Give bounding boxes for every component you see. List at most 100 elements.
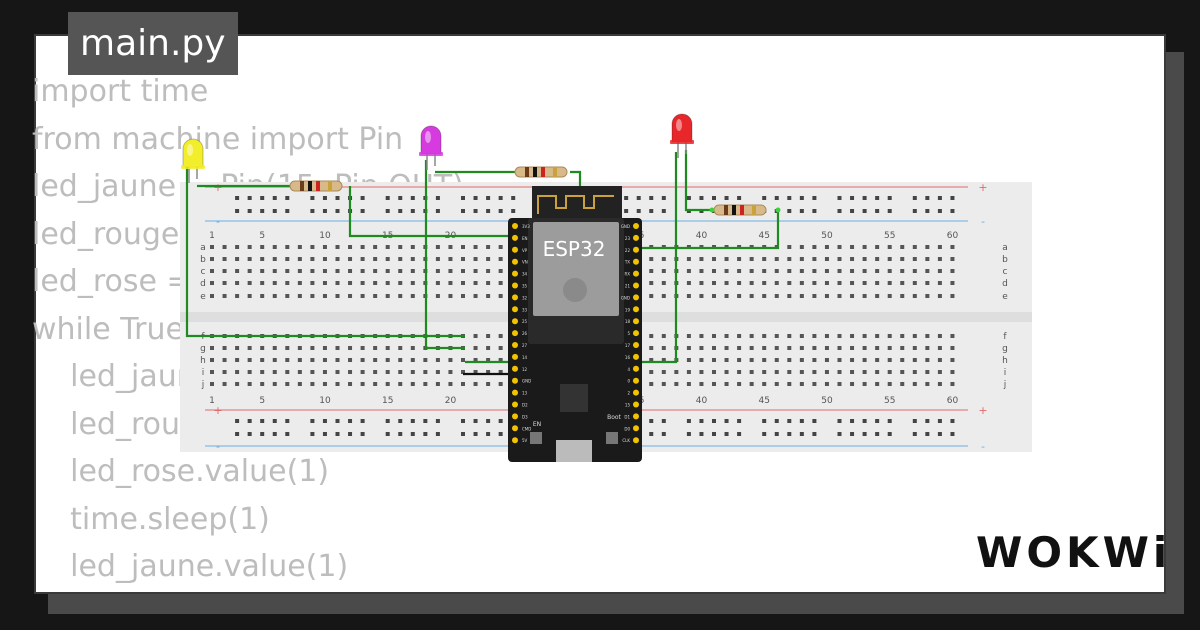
- breadboard-hole: [260, 196, 265, 200]
- usb-chip: [560, 384, 588, 412]
- led-highlight: [187, 144, 193, 156]
- breadboard-hole: [950, 370, 955, 374]
- breadboard-hole: [486, 269, 491, 273]
- breadboard-hole: [649, 346, 654, 350]
- breadboard-hole: [799, 432, 804, 436]
- breadboard-hole: [812, 294, 817, 298]
- breadboard-hole: [322, 432, 327, 436]
- breadboard-hole: [686, 432, 691, 436]
- breadboard-hole: [222, 245, 227, 249]
- breadboard-hole: [247, 196, 252, 200]
- breadboard-hole: [737, 281, 742, 285]
- breadboard-hole: [912, 209, 917, 213]
- breadboard-hole: [435, 432, 440, 436]
- breadboard-hole: [461, 382, 465, 386]
- breadboard-hole: [247, 358, 252, 362]
- breadboard-hole: [762, 419, 767, 423]
- resistor-band: [533, 167, 537, 177]
- header-pin: [512, 353, 518, 360]
- breadboard-hole: [950, 432, 955, 436]
- breadboard-hole: [473, 382, 478, 386]
- breadboard-hole: [912, 419, 917, 423]
- breadboard-hole: [837, 358, 842, 362]
- breadboard-hole: [787, 334, 792, 338]
- header-pin: [512, 234, 518, 241]
- breadboard-hole: [235, 294, 240, 298]
- breadboard-hole: [661, 257, 666, 261]
- breadboard-hole: [360, 358, 365, 362]
- breadboard-hole: [799, 294, 804, 298]
- header-pin: [512, 246, 518, 253]
- row-letter: i: [1004, 368, 1007, 378]
- breadboard-hole: [322, 281, 327, 285]
- breadboard-hole: [925, 257, 930, 261]
- breadboard-hole: [799, 257, 804, 261]
- breadboard-hole: [774, 294, 779, 298]
- header-pin: [633, 318, 639, 325]
- breadboard-hole: [235, 358, 240, 362]
- header-pin: [633, 413, 639, 420]
- breadboard-hole: [787, 358, 792, 362]
- breadboard-hole: [887, 257, 892, 261]
- wire-magenta-led-gnd: [424, 160, 465, 350]
- breadboard-hole: [787, 281, 792, 285]
- header-pin: [512, 413, 518, 420]
- column-number: 60: [947, 396, 959, 406]
- breadboard-hole: [875, 419, 880, 423]
- breadboard-hole: [272, 346, 277, 350]
- row-letter: j: [1003, 380, 1007, 390]
- breadboard-hole: [423, 382, 428, 386]
- row-letter: a: [1002, 243, 1008, 253]
- breadboard-hole: [398, 245, 403, 249]
- breadboard-hole: [247, 419, 252, 423]
- column-number: 50: [821, 396, 833, 406]
- resistor-band: [740, 205, 744, 215]
- breadboard-hole: [210, 245, 214, 249]
- row-letter: c: [1003, 267, 1008, 277]
- breadboard-hole: [937, 382, 942, 386]
- breadboard-hole: [661, 334, 666, 338]
- breadboard-hole: [850, 334, 855, 338]
- header-pin: [512, 330, 518, 337]
- breadboard-hole: [862, 196, 867, 200]
- code-line: from machine import Pin: [32, 121, 404, 157]
- breadboard-hole: [310, 196, 315, 200]
- breadboard-hole: [862, 269, 867, 273]
- breadboard-hole: [461, 294, 465, 298]
- breadboard-hole: [649, 334, 654, 338]
- breadboard-hole: [875, 370, 880, 374]
- antenna-trace: [537, 195, 614, 214]
- breadboard-hole: [712, 346, 716, 350]
- breadboard-hole: [774, 281, 779, 285]
- breadboard-hole: [335, 432, 340, 436]
- breadboard-hole: [448, 245, 453, 249]
- breadboard-hole: [774, 419, 779, 423]
- breadboard-hole: [912, 196, 917, 200]
- breadboard-hole: [260, 257, 265, 261]
- espressif-logo-icon: [563, 278, 587, 302]
- breadboard-hole: [824, 358, 829, 362]
- breadboard-hole: [461, 358, 465, 362]
- breadboard-hole: [385, 370, 390, 374]
- breadboard-hole: [448, 370, 453, 374]
- breadboard-hole: [862, 245, 867, 249]
- header-pin: [512, 306, 518, 313]
- breadboard-hole: [649, 281, 654, 285]
- header-pin: [512, 223, 518, 229]
- header-pin: [633, 234, 639, 241]
- breadboard-hole: [762, 334, 767, 338]
- boot-button: [606, 432, 618, 444]
- breadboard-hole: [887, 294, 892, 298]
- breadboard-hole: [937, 334, 942, 338]
- breadboard-hole: [799, 346, 804, 350]
- breadboard-hole: [235, 370, 240, 374]
- connection-dot: [775, 207, 781, 213]
- breadboard-hole: [937, 432, 942, 436]
- breadboard-hole: [360, 269, 365, 273]
- breadboard-hole: [937, 294, 942, 298]
- breadboard-hole: [837, 382, 842, 386]
- breadboard-hole: [285, 294, 290, 298]
- breadboard-hole: [912, 346, 917, 350]
- breadboard-hole: [812, 346, 817, 350]
